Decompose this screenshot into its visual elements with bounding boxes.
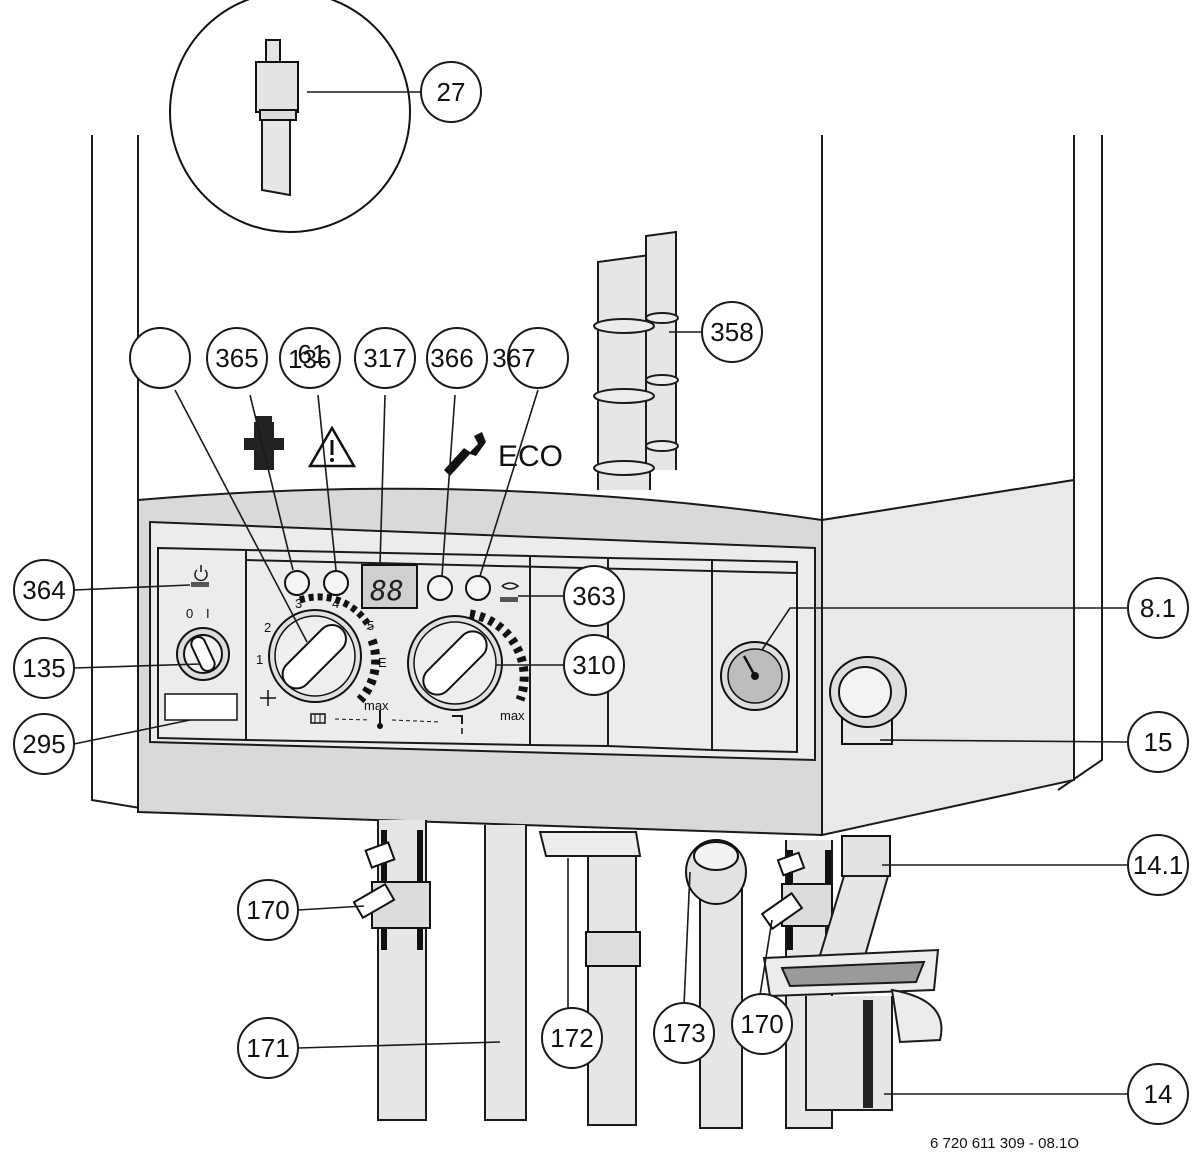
dial2-max-label: max <box>500 708 525 723</box>
chimney-sweep-button[interactable] <box>284 570 310 596</box>
digital-display: 88 <box>361 564 418 609</box>
figure-code: 6 720 611 309 - 08.1O <box>930 1135 1079 1152</box>
callout-170-left: 170 <box>237 879 299 941</box>
pressure-gauge <box>720 641 790 711</box>
callout-15: 15 <box>1127 711 1189 773</box>
chimney-sweep-icon <box>244 416 284 470</box>
heating-dial-scale: 1 2 3 4 5 E max <box>256 596 389 713</box>
svg-text:363: 363 <box>572 581 615 611</box>
svg-text:14: 14 <box>1144 1079 1173 1109</box>
callout-367: 367 <box>492 327 569 389</box>
service-valve-right[interactable] <box>760 851 833 931</box>
label-field <box>164 693 238 721</box>
hot-water-temperature-dial[interactable] <box>407 609 529 711</box>
eco-indicator <box>500 582 520 602</box>
callout-blank <box>129 327 191 389</box>
dial1-max-label: max <box>364 698 389 713</box>
service-valve-left[interactable] <box>352 841 431 929</box>
main-switch[interactable] <box>176 627 230 681</box>
svg-text:317: 317 <box>363 343 406 373</box>
callout-364: 364 <box>13 559 75 621</box>
svg-text:310: 310 <box>572 650 615 680</box>
dial1-mark-3: 3 <box>295 596 302 611</box>
dial1-mark-1: 1 <box>256 652 263 667</box>
switch-off-label: 0 <box>186 606 193 621</box>
svg-text:366: 366 <box>430 343 473 373</box>
flue-pipes <box>593 230 679 490</box>
callout-317: 317 <box>354 327 416 389</box>
wrench-icon <box>444 432 486 476</box>
dial1-mark-5: 5 <box>367 618 374 633</box>
svg-text:15: 15 <box>1144 727 1173 757</box>
dial-symbol-strip <box>310 710 463 734</box>
dial1-mark-e: E <box>378 655 387 670</box>
callout-295: 295 <box>13 713 75 775</box>
fault-reset-button[interactable] <box>323 570 349 596</box>
callout-14-1: 14.1 <box>1127 834 1189 896</box>
svg-text:364: 364 <box>22 575 65 605</box>
callout-363: 363 <box>563 565 625 627</box>
callout-14: 14 <box>1127 1063 1189 1125</box>
safety-valve-fitting <box>829 656 907 745</box>
callout-136: 136 <box>288 344 331 374</box>
svg-text:171: 171 <box>246 1033 289 1063</box>
callout-310: 310 <box>563 634 625 696</box>
svg-text:367: 367 <box>492 343 535 373</box>
callout-365: 365 <box>206 327 268 389</box>
main-switch-area: 0 I <box>164 565 238 721</box>
callout-135: 135 <box>13 637 75 699</box>
svg-text:170: 170 <box>740 1009 783 1039</box>
callout-171: 171 <box>237 1017 299 1079</box>
callout-27: 27 <box>420 61 482 123</box>
warning-triangle-icon <box>307 425 357 468</box>
display-value: 88 <box>370 574 404 607</box>
callout-170-right: 170 <box>731 993 793 1055</box>
callout-173: 173 <box>653 1002 715 1064</box>
radiator-icon <box>310 713 326 724</box>
svg-text:172: 172 <box>550 1023 593 1053</box>
thermometer-icon <box>377 710 383 729</box>
power-indicator-led <box>191 582 209 587</box>
heating-temperature-dial[interactable] <box>268 593 381 704</box>
frost-protection-icon <box>260 690 276 706</box>
svg-text:173: 173 <box>662 1018 705 1048</box>
svg-text:135: 135 <box>22 653 65 683</box>
condensate-siphon <box>762 835 943 1111</box>
svg-text:365: 365 <box>215 343 258 373</box>
power-icon <box>194 565 208 582</box>
callout-8-1: 8.1 <box>1127 577 1189 639</box>
svg-text:8.1: 8.1 <box>1140 593 1176 623</box>
eco-label: ECO <box>498 440 563 473</box>
callout-366: 366 <box>426 327 488 389</box>
callout-172: 172 <box>541 1007 603 1069</box>
dial1-mark-2: 2 <box>264 620 271 635</box>
callout-358: 358 <box>701 301 763 363</box>
tap-icon <box>452 715 463 734</box>
service-button[interactable] <box>427 575 453 601</box>
dial1-mark-4: 4 <box>332 596 339 611</box>
switch-on-label: I <box>206 606 210 621</box>
leader-lines <box>73 91 1129 1095</box>
air-vent-detail <box>169 0 411 233</box>
eco-button[interactable] <box>465 575 491 601</box>
svg-text:170: 170 <box>246 895 289 925</box>
svg-text:27: 27 <box>437 77 466 107</box>
svg-text:295: 295 <box>22 729 65 759</box>
svg-text:14.1: 14.1 <box>1133 850 1184 880</box>
svg-text:358: 358 <box>710 317 753 347</box>
svg-text:61: 61 <box>298 339 327 369</box>
callout-61: 61 <box>279 327 341 389</box>
